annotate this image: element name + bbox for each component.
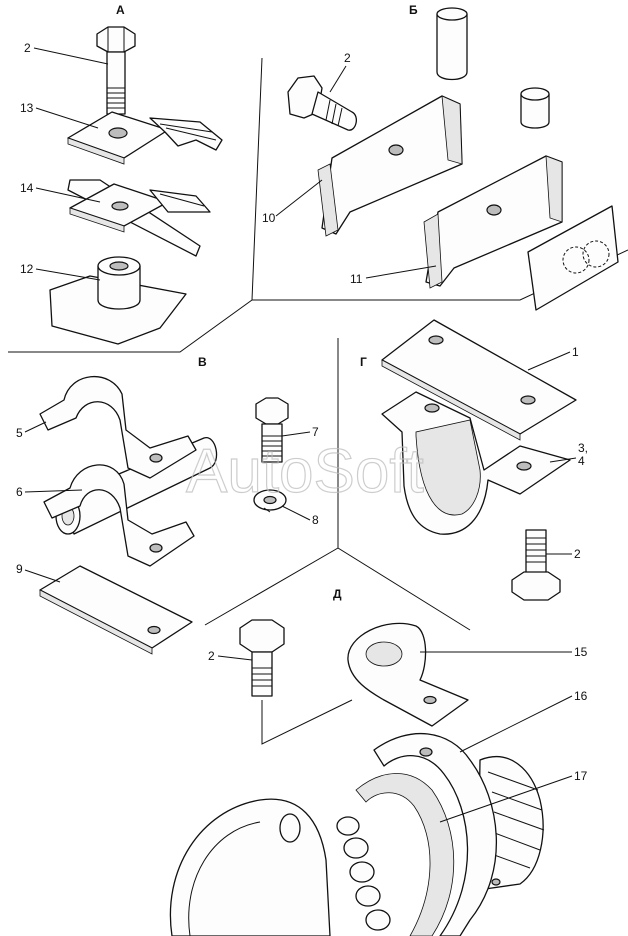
section-label-g: Г: [360, 355, 367, 369]
callout-6: 6: [16, 485, 23, 499]
plate-icon: [381, 319, 577, 441]
panel-icon: [527, 205, 619, 311]
washer-icon: [253, 489, 287, 513]
callout-11: 11: [350, 272, 363, 286]
callout-15: 15: [574, 645, 588, 659]
bolt-icon: [511, 529, 561, 601]
plate-icon: [67, 111, 223, 165]
view-v: В: [16, 355, 319, 655]
section-label-d: Д: [333, 587, 342, 601]
bolt-icon: [287, 75, 358, 131]
view-a: А: [20, 3, 223, 345]
bracket-icon: [317, 95, 463, 237]
band-icon: [355, 732, 501, 936]
callout-2: 2: [208, 649, 215, 663]
drum-icon: [169, 798, 331, 936]
callout-12: 12: [20, 262, 34, 276]
clamp-icon: [381, 391, 571, 535]
view-g: Г 1 3,4 2: [360, 319, 588, 601]
section-label-b: Б: [409, 3, 418, 17]
callout-1: 1: [572, 345, 579, 359]
callout-7: 7: [312, 425, 319, 439]
callout-2: 2: [344, 51, 351, 65]
nut-icon: [49, 256, 187, 345]
bolt-icon: [239, 619, 285, 697]
callout-16: 16: [574, 689, 588, 703]
strip-icon: [39, 565, 193, 655]
clip-icon: [347, 622, 469, 727]
spacer-icon: [520, 87, 550, 129]
callout-2: 2: [24, 41, 31, 55]
section-label-v: В: [198, 355, 207, 369]
callout-3-4: 3,4: [578, 441, 588, 468]
callout-8: 8: [312, 513, 319, 527]
callout-2: 2: [574, 547, 581, 561]
callout-17: 17: [574, 769, 588, 783]
callout-9: 9: [16, 562, 23, 576]
bolt-icon: [255, 397, 289, 463]
view-b: Б: [262, 3, 619, 311]
callout-13: 13: [20, 101, 34, 115]
bolt-icon: [96, 26, 136, 115]
clamp-icon: [39, 376, 197, 479]
watermark: AutoSoft: [186, 437, 424, 506]
bushing-icon: [436, 7, 468, 81]
clip-icon: [67, 179, 211, 257]
section-label-a: А: [116, 3, 125, 17]
view-d: Д: [169, 587, 588, 936]
callout-14: 14: [20, 181, 34, 195]
callout-10: 10: [262, 211, 276, 225]
bracket-icon: [423, 155, 563, 289]
callout-5: 5: [16, 426, 23, 440]
